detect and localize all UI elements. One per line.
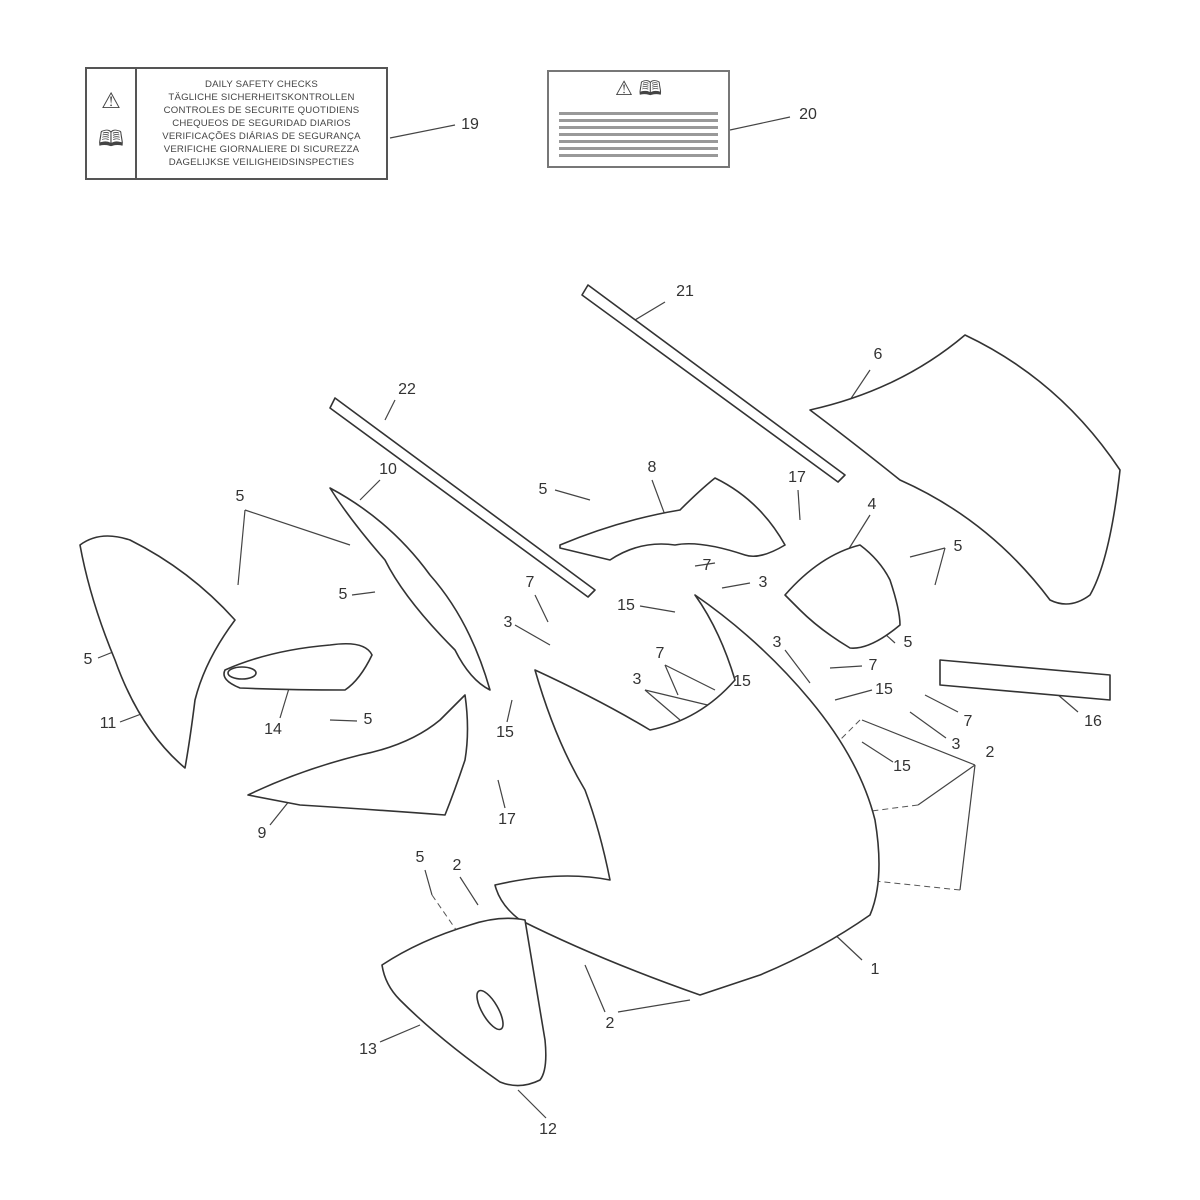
callout-5: 5: [83, 651, 93, 668]
callout-3: 3: [758, 574, 768, 591]
callout-2: 2: [452, 857, 462, 874]
illegible-text-line: [559, 112, 718, 115]
callout-5: 5: [538, 481, 548, 498]
callout-3: 3: [772, 634, 782, 651]
callout-11: 11: [99, 715, 117, 732]
callout-15: 15: [893, 758, 911, 775]
label-line: DAGELIJKSE VEILIGHEIDSINSPECTIES: [168, 157, 355, 168]
part-1-nose-fairing: [494, 594, 880, 996]
illegible-text-line: [559, 133, 718, 136]
callout-3: 3: [951, 736, 961, 753]
callout-7: 7: [868, 657, 878, 674]
callout-14: 14: [264, 721, 282, 738]
illegible-text-line: [559, 119, 718, 122]
part-16-pad: [939, 659, 1111, 701]
illegible-text-line: [559, 140, 718, 143]
callout-8: 8: [647, 459, 657, 476]
callout-10: 10: [379, 461, 397, 478]
label-line: CONTROLES DE SECURITE QUOTIDIENS: [163, 105, 360, 116]
illegible-text-line: [559, 147, 718, 150]
callout-22: 22: [398, 381, 416, 398]
callout-15: 15: [733, 673, 751, 690]
callout-17: 17: [788, 469, 806, 486]
callout-5: 5: [235, 488, 245, 505]
callout-3: 3: [632, 671, 642, 688]
callout-7: 7: [963, 713, 973, 730]
label-line: CHEQUEOS DE SEGURIDAD DIARIOS: [172, 118, 351, 129]
illegible-text-line: [559, 126, 718, 129]
part-14-vent: [227, 666, 257, 680]
book-icon: 🕮: [638, 78, 663, 100]
callout-7: 7: [525, 574, 535, 591]
part-10-side-trim: [329, 487, 491, 691]
callout-20: 20: [799, 106, 817, 123]
callout-15: 15: [496, 724, 514, 741]
illegible-text-line: [559, 154, 718, 157]
label-line: VERIFICAÇÕES DIÁRIAS DE SEGURANÇA: [162, 131, 361, 142]
callout-2: 2: [985, 744, 995, 761]
book-icon: 🕮: [98, 125, 124, 151]
part-11-side-panel: [79, 535, 236, 769]
part-8-mirror-bracket: [559, 477, 786, 561]
part-13-slot: [476, 989, 504, 1031]
warning-triangle-icon: ⚠: [614, 78, 633, 100]
callout-7: 7: [655, 645, 665, 662]
callout-17: 17: [498, 811, 516, 828]
part-9-lower-panel: [247, 694, 469, 816]
callout-5: 5: [903, 634, 913, 651]
callout-5: 5: [953, 538, 963, 555]
callout-2: 2: [605, 1015, 615, 1032]
callout-19: 19: [461, 116, 479, 133]
callout-1: 1: [870, 961, 880, 978]
callout-7: 7: [702, 557, 712, 574]
part-6-windscreen: [809, 334, 1121, 605]
part-4-inner-panel: [784, 544, 901, 649]
label-line: VERIFICHE GIORNALIERE DI SICUREZZA: [163, 144, 360, 155]
label-line: TÄGLICHE SICHERHEITSKONTROLLEN: [168, 92, 355, 103]
part-22-trim-strip: [329, 397, 596, 598]
callout-16: 16: [1084, 713, 1102, 730]
part-14-duct: [223, 642, 373, 691]
callout-21: 21: [676, 283, 694, 300]
callout-5: 5: [363, 711, 373, 728]
leader-lines: [97, 116, 1079, 1119]
callout-3: 3: [503, 614, 513, 631]
callout-5: 5: [415, 849, 425, 866]
callout-6: 6: [873, 346, 883, 363]
callout-9: 9: [257, 825, 267, 842]
callout-4: 4: [867, 496, 877, 513]
warning-triangle-icon: ⚠: [101, 87, 121, 113]
callout-12: 12: [539, 1121, 557, 1138]
callout-15: 15: [617, 597, 635, 614]
part-21-trim-strip: [581, 284, 846, 483]
label-line: DAILY SAFETY CHECKS: [204, 79, 319, 90]
daily-safety-checks-label-decal: ⚠ 🕮 DAILY SAFETY CHECKS TÄGLICHE SICHERH…: [85, 67, 388, 180]
callout-15: 15: [875, 681, 893, 698]
callout-5: 5: [338, 586, 348, 603]
part-13-lower-cowl: [381, 917, 547, 1087]
multilingual-warning-label-decal: ⚠ 🕮: [547, 70, 730, 168]
callout-13: 13: [359, 1041, 377, 1058]
